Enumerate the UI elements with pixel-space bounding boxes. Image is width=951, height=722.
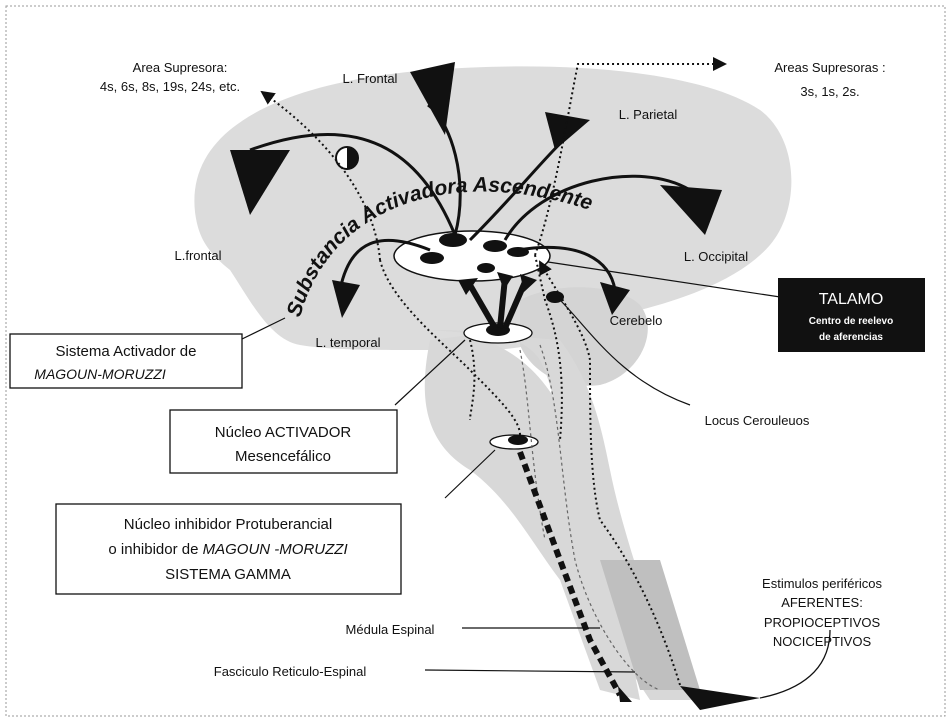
areas-supresoras-label: Areas Supresoras : xyxy=(774,60,885,75)
medula-label: Médula Espinal xyxy=(346,622,435,637)
estimulos-line2: AFERENTES: xyxy=(781,595,863,610)
talamo-title: TALAMO xyxy=(819,291,884,308)
nucleo-inhibidor-line2: o inhibidor de MAGOUN -MORUZZI xyxy=(108,541,347,558)
lobe-temporal: L. temporal xyxy=(315,335,380,350)
sistema-activador-line1: Sistema Activador de xyxy=(56,343,197,360)
nucleo-activador-line2: Mesencefálico xyxy=(235,448,331,465)
areas-supresoras-values: 3s, 1s, 2s. xyxy=(800,84,859,99)
fasciculo-label: Fasciculo Reticulo-Espinal xyxy=(214,664,367,679)
sistema-activador-line2: MAGOUN-MORUZZI xyxy=(34,366,166,382)
estimulos-line1: Estimulos periféricos xyxy=(762,576,882,591)
estimulos-line3: PROPIOCEPTIVOS xyxy=(764,615,881,630)
locus-label: Locus Cerouleuos xyxy=(705,413,810,428)
afferent-arrowhead xyxy=(680,686,760,710)
lobe-frontal-top: L. Frontal xyxy=(343,71,398,86)
lobe-frontal-left: L.frontal xyxy=(175,248,222,263)
nucleo-inhibidor-line3: SISTEMA GAMMA xyxy=(165,566,291,583)
talamo-sub-2: de aferencias xyxy=(819,332,883,343)
lobe-occipital: L. Occipital xyxy=(684,249,748,264)
nucleo-activador-line1: Núcleo ACTIVADOR xyxy=(215,424,352,441)
estimulos-line4: NOCICEPTIVOS xyxy=(773,634,872,649)
area-supresora-label: Area Supresora: xyxy=(133,60,228,75)
talamo-sub-1: Centro de reelevo xyxy=(809,316,893,327)
cerebelo-label: Cerebelo xyxy=(610,313,663,328)
area-supresora-values: 4s, 6s, 8s, 19s, 24s, etc. xyxy=(100,79,240,94)
nucleo-inhibidor-line1: Núcleo inhibidor Protuberancial xyxy=(124,516,332,533)
lobe-parietal: L. Parietal xyxy=(619,107,678,122)
